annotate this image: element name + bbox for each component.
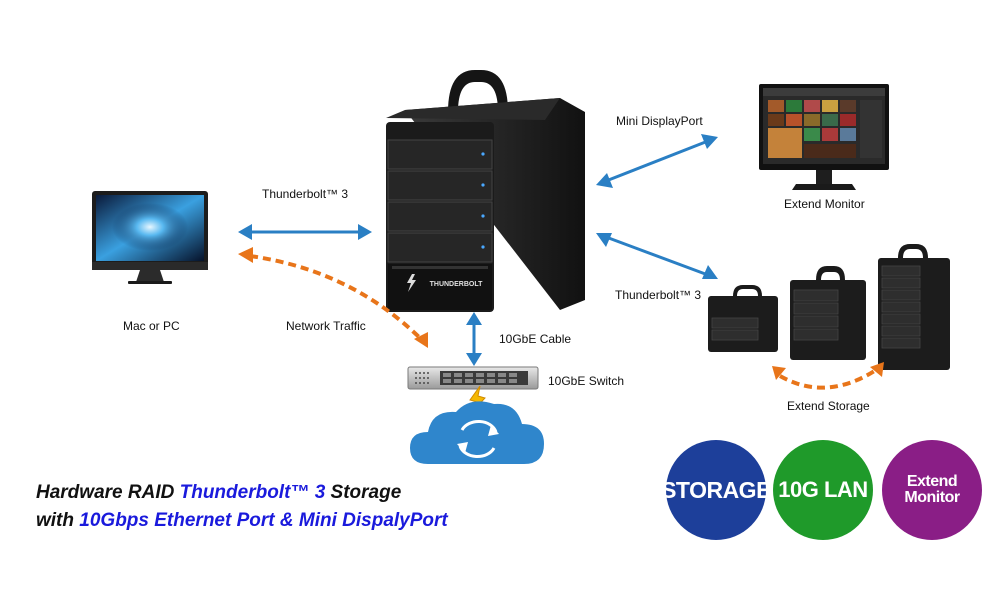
mini-displayport-label: Mini DisplayPort <box>616 114 703 128</box>
ten-gbe-cable-label: 10GbE Cable <box>499 332 572 346</box>
network-switch-icon <box>407 366 539 390</box>
monitor-icon <box>759 84 889 190</box>
network-traffic-label: Network Traffic <box>286 319 366 333</box>
thunderbolt-host-label: Thunderbolt™ 3 <box>262 187 349 201</box>
raid-badge: THUNDERBOLT <box>430 281 483 288</box>
thunderbolt-storage-arrow <box>596 233 718 279</box>
headline-line-2-prefix: with <box>36 510 80 531</box>
host-label: Mac or PC <box>123 319 180 333</box>
thunderbolt-host-arrow <box>238 224 372 240</box>
switch-label: 10GbE Switch <box>548 374 625 388</box>
storage-badge: STORAGE <box>661 440 771 540</box>
network-traffic-arrow <box>238 247 428 348</box>
extend-storage-label: Extend Storage <box>787 399 870 413</box>
computer-icon <box>92 191 208 284</box>
mini-displayport-arrow <box>596 134 718 188</box>
headline-line-1-suffix: Storage <box>325 482 402 503</box>
cloud-icon <box>410 401 544 464</box>
extend-monitor-badge: Extend Monitor <box>882 440 982 540</box>
headline-line-2: with 10Gbps Ethernet Port & Mini Dispaly… <box>36 510 448 532</box>
headline-line-1-highlight: Thunderbolt™ 3 <box>179 482 326 503</box>
ten-gbe-cable-arrow <box>466 312 482 366</box>
extend-storage-icon <box>708 244 950 370</box>
thunderbolt-storage-label: Thunderbolt™ 3 <box>615 288 702 302</box>
ten-g-lan-badge: 10G LAN <box>773 440 873 540</box>
raid-enclosure-icon: THUNDERBOLT <box>386 70 585 312</box>
headline-line-2-highlight: 10Gbps Ethernet Port & Mini DispalyPort <box>79 510 448 531</box>
headline-line-1: Hardware RAID Thunderbolt™ 3 Storage <box>36 482 401 504</box>
extend-storage-arrow <box>772 362 884 390</box>
extend-monitor-label: Extend Monitor <box>784 197 865 211</box>
headline-line-1-prefix: Hardware RAID <box>36 482 180 503</box>
